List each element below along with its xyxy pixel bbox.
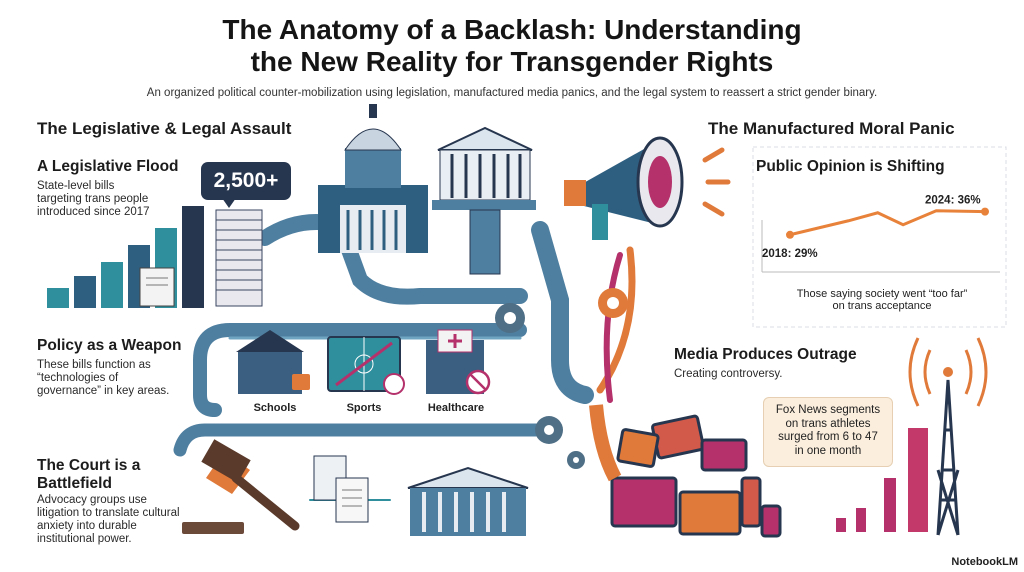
opinion-point-2018 — [786, 230, 794, 239]
sports-field-icon — [327, 336, 405, 395]
opinion-data-label-2018: 2018: 29% — [762, 248, 818, 260]
court-desc-line: litigation to translate cultural — [37, 507, 180, 519]
policy-weapon-heading: Policy as a Weapon — [37, 337, 182, 354]
school-icon — [236, 330, 310, 394]
legislative-flood-desc: State-level bills targeting trans people… — [37, 180, 150, 219]
healthcare-icon — [426, 329, 491, 395]
media-outrage-heading: Media Produces Outrage — [674, 346, 857, 363]
title-line-1: The Anatomy of a Backlash: Understanding — [222, 14, 802, 45]
policy-desc-line: “technologies of — [37, 372, 119, 384]
opinion-panel-frame — [752, 146, 1007, 328]
schools-label: Schools — [253, 402, 297, 414]
flood-desc-line: targeting trans people — [37, 193, 149, 205]
public-opinion-heading: Public Opinion is Shifting — [756, 158, 945, 175]
document-icon — [139, 267, 175, 307]
bar-2 — [74, 276, 96, 308]
bar-3 — [101, 262, 123, 308]
legal-documents-icon — [313, 455, 369, 523]
callout-line: in one month — [794, 444, 862, 457]
gear-icons — [495, 288, 628, 469]
opinion-caption-line: Those saying society went “too far” — [796, 288, 968, 300]
court-heading-line: Battlefield — [37, 475, 112, 492]
right-section-title: The Manufactured Moral Panic — [708, 119, 955, 138]
paper-stack-icon — [215, 209, 263, 307]
court-heading-line: The Court is a — [37, 457, 141, 474]
notebooklm-watermark: NotebookLM — [951, 556, 1018, 568]
badge-pointer — [222, 198, 236, 208]
opinion-caption-line: on trans acceptance — [832, 300, 932, 312]
segment-bar-3 — [884, 478, 896, 532]
opinion-caption: Those saying society went “too far” on t… — [762, 288, 1002, 312]
callout-line: surged from 6 to 47 — [778, 431, 878, 443]
institution-building-icon — [407, 466, 529, 536]
legislative-flood-heading: A Legislative Flood — [37, 158, 179, 175]
media-outrage-desc: Creating controversy. — [674, 368, 783, 380]
sports-label: Sports — [346, 402, 382, 414]
healthcare-label: Healthcare — [427, 402, 485, 414]
fox-news-callout: Fox News segments on trans athletes surg… — [763, 397, 893, 467]
legislative-bar-chart — [47, 206, 204, 308]
court-desc-line: institutional power. — [37, 533, 132, 545]
opinion-point-2024 — [981, 207, 989, 216]
segments-bar-chart — [836, 428, 928, 532]
title-line-2: the New Reality for Transgender Rights — [250, 46, 774, 77]
opinion-line-chart: 2018: 29% 2024: 36% — [762, 195, 989, 260]
policy-weapon-desc: These bills function as “technologies of… — [37, 359, 169, 398]
callout-line: Fox News segments — [775, 404, 881, 416]
bill-count-badge: 2,500+ — [201, 162, 291, 200]
capitol-building-icon — [318, 104, 428, 253]
page-title: The Anatomy of a Backlash: Understanding… — [0, 14, 1024, 78]
opinion-data-label-2024: 2024: 36% — [925, 195, 981, 207]
court-battlefield-heading: The Court is a Battlefield — [37, 457, 140, 493]
court-desc-line: Advocacy groups use — [37, 494, 147, 506]
broadcast-tower-icon — [908, 337, 988, 536]
policy-desc-line: governance” in key areas. — [37, 385, 170, 397]
court-desc-line: anxiety into durable — [37, 520, 137, 532]
segment-bar-1 — [836, 518, 846, 532]
megaphone-icon — [564, 136, 731, 240]
gavel-icon — [182, 439, 300, 534]
policy-desc-line: These bills function as — [37, 359, 151, 371]
callout-line: on trans athletes — [785, 417, 871, 430]
left-section-title: The Legislative & Legal Assault — [37, 119, 292, 138]
flood-desc-line: introduced since 2017 — [37, 206, 150, 218]
courthouse-icon — [432, 126, 536, 275]
bar-6 — [182, 206, 204, 308]
opinion-series-line — [789, 209, 986, 237]
segment-bar-4 — [908, 428, 928, 532]
bar-1 — [47, 288, 69, 308]
media-screens — [589, 404, 782, 538]
page-subtitle: An organized political counter-mobilizat… — [146, 87, 878, 99]
segment-bar-2 — [856, 508, 866, 532]
court-battlefield-desc: Advocacy groups use litigation to transl… — [37, 494, 180, 546]
flood-desc-line: State-level bills — [37, 180, 115, 192]
